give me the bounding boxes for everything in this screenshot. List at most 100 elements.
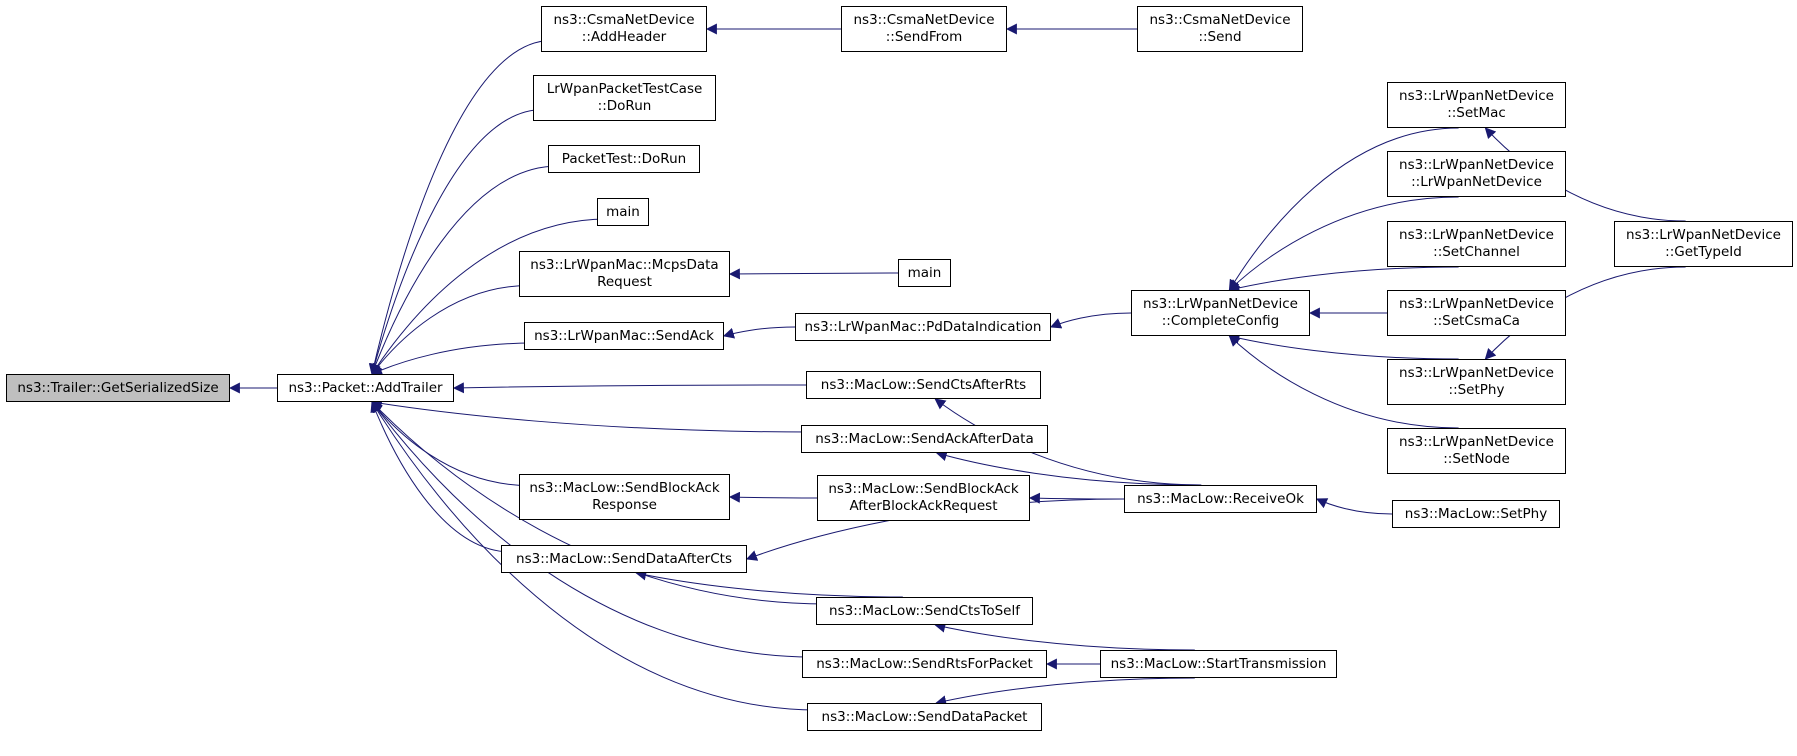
node-lrwpannetdevice-setcsmaca[interactable]: ns3::LrWpanNetDevice::SetCsmaCa [1387,290,1566,336]
node-csmanetdevice-sendfrom[interactable]: ns3::CsmaNetDevice::SendFrom [841,6,1007,52]
node-label: ns3::LrWpanNetDevice [1399,434,1554,450]
call-edge-completeconfig-setmac [1228,127,1459,291]
node-label: main [907,264,942,281]
node-label: Request [597,274,652,290]
node-label: ::SetNode [1443,451,1510,467]
node-label: ns3::LrWpanNetDevice [1399,88,1554,104]
node-label: ns3::MacLow::SendRtsForPacket [816,655,1033,672]
node-label: ns3::LrWpanMac::PdDataIndication [804,318,1042,335]
node-maclow-senddataaftercts[interactable]: ns3::MacLow::SendDataAfterCts [501,545,747,573]
call-edge-sendack-pddataindication [722,326,796,339]
call-edge-addtrailer-csma_addheader [368,40,552,376]
node-maclow-sendctsafterrts[interactable]: ns3::MacLow::SendCtsAfterRts [806,371,1041,399]
node-label: ::LrWpanNetDevice [1411,174,1542,190]
node-label: ns3::MacLow::SendBlockAck [828,481,1019,497]
node-maclow-starttransmission[interactable]: ns3::MacLow::StartTransmission [1100,650,1337,678]
node-label: ns3::MacLow::SendBlockAck [529,480,720,496]
node-main-upper[interactable]: main [597,198,649,226]
node-label: ns3::LrWpanMac::McpsData [530,257,719,273]
node-lrwpannetdevice-constructor[interactable]: ns3::LrWpanNetDevice::LrWpanNetDevice [1387,151,1566,197]
node-label: main [606,203,640,220]
node-label: ::AddHeader [581,29,667,45]
node-label: ::DoRun [597,98,652,114]
node-label: PacketTest::DoRun [561,150,687,167]
node-label: ::SetPhy [1448,382,1505,398]
node-maclow-sendrtsforpacket[interactable]: ns3::MacLow::SendRtsForPacket [802,650,1047,678]
node-label: ::CompleteConfig [1161,313,1280,329]
node-lrwpannetdevice-setmac[interactable]: ns3::LrWpanNetDevice::SetMac [1387,82,1566,128]
node-label: ns3::MacLow::SendDataPacket [821,708,1028,725]
node-csmanetdevice-addheader[interactable]: ns3::CsmaNetDevice::AddHeader [541,6,707,52]
node-label: ns3::Trailer::GetSerializedSize [17,379,219,396]
node-maclow-receiveok[interactable]: ns3::MacLow::ReceiveOk [1124,485,1317,513]
node-label: ns3::CsmaNetDevice [853,12,995,28]
node-lrwpannetdevice-setphy[interactable]: ns3::LrWpanNetDevice::SetPhy [1387,359,1566,405]
node-label: ::SetChannel [1433,244,1520,260]
node-label: ns3::CsmaNetDevice [553,12,695,28]
node-label: ns3::MacLow::SetPhy [1404,505,1548,522]
node-label: ns3::MacLow::SendAckAfterData [815,430,1034,447]
node-label: ::SendFrom [885,29,963,45]
node-packettest-dorun[interactable]: PacketTest::DoRun [548,145,700,173]
node-packet-addtrailer[interactable]: ns3::Packet::AddTrailer [277,374,454,402]
node-label: ns3::LrWpanNetDevice [1626,227,1781,243]
node-lrwpanpackettestcase-dorun[interactable]: LrWpanPacketTestCase::DoRun [533,75,716,121]
call-edge-mcpsdatarequest-main_b [728,268,899,280]
node-maclow-senddatapacket[interactable]: ns3::MacLow::SendDataPacket [807,703,1042,731]
call-edge-completeconfig-setnode [1228,335,1459,429]
call-edge-addtrailer-sendctstoself [371,401,827,605]
node-label: ::Send [1198,29,1242,45]
call-edge-senddataaftercts-receiveok [745,498,1125,561]
node-label: ns3::MacLow::SendCtsToSelf [829,602,1020,619]
node-lrwpannetdevice-gettypeid[interactable]: ns3::LrWpanNetDevice::GetTypeId [1614,221,1793,267]
call-edge-receiveok-maclow_setphy [1316,498,1393,515]
call-edge-sendctsafterrts-receiveok [934,398,1202,486]
node-lrwpanmac-pddataindication[interactable]: ns3::LrWpanMac::PdDataIndication [795,313,1051,341]
call-edge-completeconfig-lrwpan_setphy [1228,332,1459,360]
node-label: ns3::MacLow::ReceiveOk [1137,490,1304,507]
call-edge-addtrailer-sendackafterdata [370,398,812,433]
call-edge-addtrailer-main_a [371,218,608,375]
call-edge-addtrailer-senddataaftercts [370,400,512,553]
node-maclow-sendackafterdata[interactable]: ns3::MacLow::SendAckAfterData [801,425,1048,453]
node-label: ns3::Packet::AddTrailer [288,379,443,396]
node-label: ns3::LrWpanNetDevice [1143,296,1298,312]
call-edge-sendblockackresponse-sendblockackafterreq [728,491,818,503]
call-edge-addtrailer-packettest_dorun [370,165,559,376]
node-main-lower[interactable]: main [898,259,951,287]
call-edge-senddataaftercts-sendctstoself [635,569,903,598]
node-lrwpanmac-sendack[interactable]: ns3::LrWpanMac::SendAck [524,322,724,350]
node-label: ns3::LrWpanNetDevice [1399,365,1554,381]
node-label: ::SetMac [1447,105,1506,121]
node-label: ns3::LrWpanNetDevice [1399,157,1554,173]
node-label: AfterBlockAckRequest [849,498,998,514]
node-label: ns3::CsmaNetDevice [1149,12,1291,28]
node-label: ::SetCsmaCa [1433,313,1520,329]
node-lrwpannetdevice-setnode[interactable]: ns3::LrWpanNetDevice::SetNode [1387,428,1566,474]
call-edge-senddatapacket-starttransmission [935,677,1195,707]
node-label: ns3::MacLow::SendCtsAfterRts [820,376,1027,393]
node-trailer-getserializedsize: ns3::Trailer::GetSerializedSize [6,374,230,402]
node-csmanetdevice-send[interactable]: ns3::CsmaNetDevice::Send [1137,6,1303,52]
node-lrwpannetdevice-completeconfig[interactable]: ns3::LrWpanNetDevice::CompleteConfig [1131,290,1310,336]
node-label: LrWpanPacketTestCase [546,81,703,97]
node-label: ns3::LrWpanNetDevice [1399,227,1554,243]
call-edge-addtrailer-mcpsdatarequest [371,285,530,375]
call-edge-sendackafterdata-receiveok [935,450,1202,486]
call-edge-sendctstoself-starttransmission [934,621,1195,651]
call-edge-addtrailer-sendack [370,342,535,375]
node-lrwpannetdevice-setchannel[interactable]: ns3::LrWpanNetDevice::SetChannel [1387,221,1566,267]
node-label: ns3::MacLow::SendDataAfterCts [516,550,732,567]
call-edge-addtrailer-lrwpanpackettestcase_dorun [369,109,544,376]
node-maclow-sendctstoself[interactable]: ns3::MacLow::SendCtsToSelf [816,597,1033,625]
node-label: ns3::MacLow::StartTransmission [1110,655,1327,672]
node-maclow-setphy[interactable]: ns3::MacLow::SetPhy [1392,500,1560,528]
call-edge-addtrailer-senddatapacket [371,401,818,711]
call-edge-addtrailer-sendrtsforpacket [371,401,813,658]
node-label: ::GetTypeId [1665,244,1742,260]
node-label: Response [592,497,657,513]
node-label: ns3::LrWpanMac::SendAck [534,327,714,344]
